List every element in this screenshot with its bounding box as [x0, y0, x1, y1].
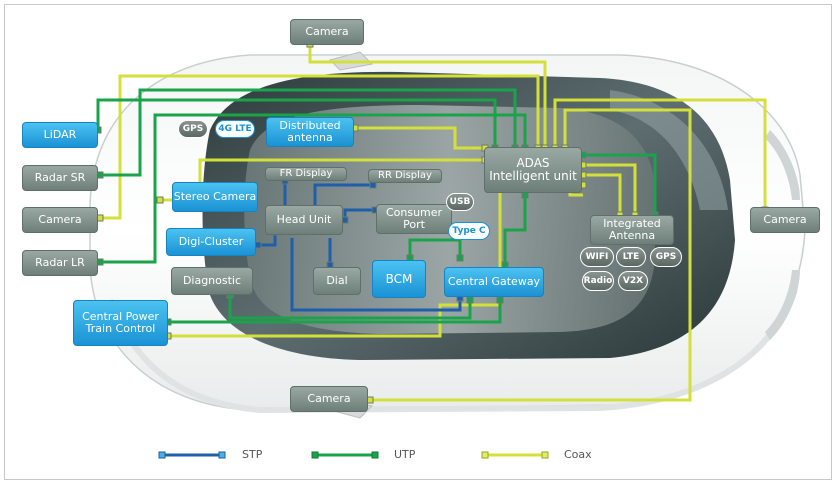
digi-cluster-node: Digi-Cluster [166, 228, 256, 256]
lidar-node: LiDAR [22, 122, 98, 148]
usb-badge: USB [446, 193, 474, 211]
powertrain-node: Central Power Train Control [73, 300, 168, 346]
utp-lines [96, 88, 657, 324]
legend-coax-label: Coax [564, 448, 592, 461]
dial-node: Dial [313, 267, 361, 295]
consumer-port-node: Consumer Port [376, 204, 452, 234]
adas-node: ADAS Intelligent unit [484, 147, 582, 193]
fr-display-node: FR Display [265, 167, 347, 181]
stereo-camera-node: Stereo Camera [172, 182, 258, 212]
head-unit-node: Head Unit [265, 205, 343, 235]
diagram-frame [4, 4, 832, 480]
camera-right-node: Camera [750, 207, 820, 233]
radar-lr-node: Radar LR [22, 250, 98, 276]
bcm-node: BCM [372, 260, 426, 298]
diagnostic-node: Diagnostic [171, 267, 253, 295]
type-c-badge: Type C [448, 222, 490, 240]
wifi-badge: WIFI [580, 247, 614, 267]
camera-left-node: Camera [22, 207, 98, 233]
4g-lte-badge: 4G LTE [215, 120, 255, 138]
v2x-badge: V2X [618, 271, 648, 291]
radar-sr-node: Radar SR [22, 165, 98, 191]
rr-display-node: RR Display [368, 169, 442, 183]
legend-utp-label: UTP [394, 448, 416, 461]
distributed-antenna-node: Distributed antenna [266, 117, 354, 147]
gps-badge-left: GPS [178, 120, 208, 138]
camera-bottom-node: Camera [290, 386, 368, 412]
camera-top-node: Camera [290, 19, 364, 45]
legend-lines [158, 451, 549, 459]
lte-badge: LTE [616, 247, 646, 267]
legend-stp-label: STP [242, 448, 263, 461]
central-gateway-node: Central Gateway [444, 267, 544, 297]
gps-badge-right: GPS [650, 247, 682, 267]
integrated-antenna-node: Integrated Antenna [590, 215, 674, 245]
radio-badge: Radio [582, 271, 614, 291]
